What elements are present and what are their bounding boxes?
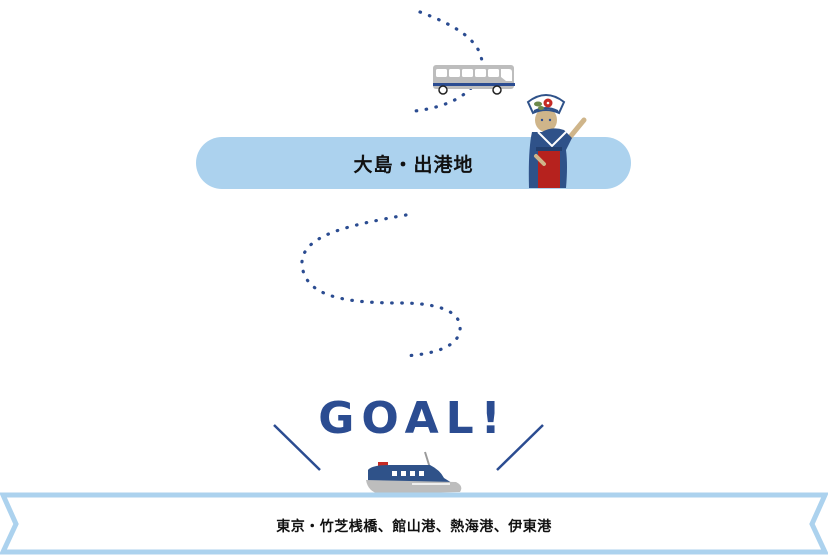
origin-label: 大島・出港地 [353, 153, 474, 176]
destinations-label: 東京・竹芝桟橋、館山港、熱海港、伊東港 [276, 519, 552, 535]
bus-icon [433, 65, 515, 95]
island-guide-character-icon [526, 94, 587, 188]
route-path-sea [300, 213, 462, 358]
jetfoil-boat-icon [366, 451, 462, 494]
goal-heading: GOAL! [318, 392, 508, 444]
route-path-top [418, 10, 484, 64]
